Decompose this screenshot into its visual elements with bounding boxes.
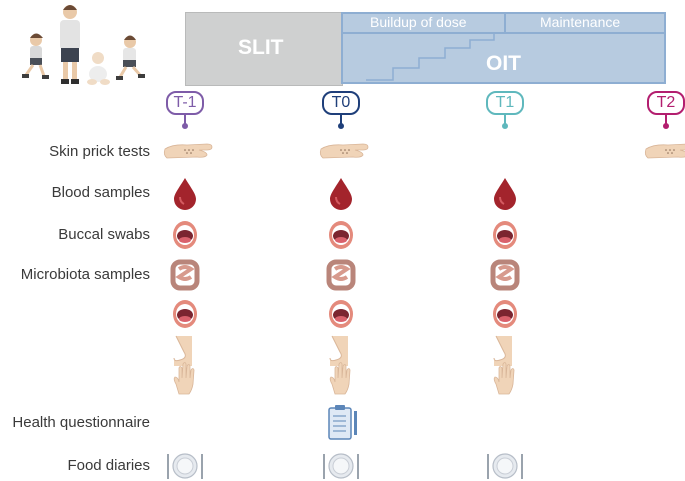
hand-skin-prick-icon bbox=[319, 143, 369, 159]
timepoint-label: T0 bbox=[331, 94, 351, 111]
blood-drop-icon bbox=[330, 178, 352, 210]
timepoint-marker-t-1 bbox=[166, 91, 204, 129]
row-label: Skin prick tests bbox=[49, 143, 150, 160]
dose-staircase bbox=[366, 32, 505, 81]
timepoint-marker-t2 bbox=[647, 91, 685, 129]
baby-icon bbox=[87, 52, 110, 85]
hand-icon bbox=[329, 362, 351, 395]
timepoint-label: T-1 bbox=[173, 94, 197, 111]
open-mouth-icon bbox=[329, 300, 353, 328]
nose-icon bbox=[173, 335, 192, 366]
timepoint-marker-t1 bbox=[486, 91, 524, 129]
plate-cutlery-icon bbox=[487, 453, 523, 479]
nose-icon bbox=[329, 335, 348, 366]
hand-skin-prick-icon bbox=[644, 143, 685, 159]
oit-phase bbox=[341, 12, 666, 84]
slit-phase bbox=[185, 12, 343, 86]
open-mouth-icon bbox=[493, 300, 517, 328]
hand-icon bbox=[173, 362, 195, 395]
running-girl-icon bbox=[22, 33, 49, 79]
hand-icon bbox=[493, 362, 515, 395]
clipboard-icon bbox=[328, 405, 357, 440]
running-boy-icon bbox=[116, 35, 145, 80]
oit-label: OIT bbox=[486, 52, 521, 75]
timepoint-label: T2 bbox=[656, 94, 676, 111]
row-label: Blood samples bbox=[51, 184, 150, 201]
intestine-icon bbox=[490, 259, 520, 291]
row-label: Microbiota samples bbox=[20, 266, 150, 283]
open-mouth-icon bbox=[173, 221, 197, 249]
timepoint-marker-t0 bbox=[322, 91, 360, 129]
blood-drop-icon bbox=[174, 178, 196, 210]
open-mouth-icon bbox=[173, 300, 197, 328]
open-mouth-icon bbox=[329, 221, 353, 249]
intestine-icon bbox=[326, 259, 356, 291]
row-label: Food diaries bbox=[67, 457, 150, 474]
standing-child-icon bbox=[60, 5, 80, 84]
open-mouth-icon bbox=[493, 221, 517, 249]
row-label: Buccal swabs bbox=[58, 226, 150, 243]
hand-skin-prick-icon bbox=[163, 143, 213, 159]
timepoint-label: T1 bbox=[495, 94, 515, 111]
oit-phase-dividers bbox=[341, 12, 666, 81]
slit-label: SLIT bbox=[238, 36, 284, 59]
nose-icon bbox=[493, 335, 512, 366]
buildup-label: Buildup of dose bbox=[370, 14, 467, 30]
intestine-icon bbox=[170, 259, 200, 291]
maintenance-label: Maintenance bbox=[540, 14, 621, 30]
row-label: Health questionnaire bbox=[12, 414, 150, 431]
blood-drop-icon bbox=[494, 178, 516, 210]
plate-cutlery-icon bbox=[167, 453, 203, 479]
plate-cutlery-icon bbox=[323, 453, 359, 479]
children-illustration bbox=[22, 5, 145, 85]
